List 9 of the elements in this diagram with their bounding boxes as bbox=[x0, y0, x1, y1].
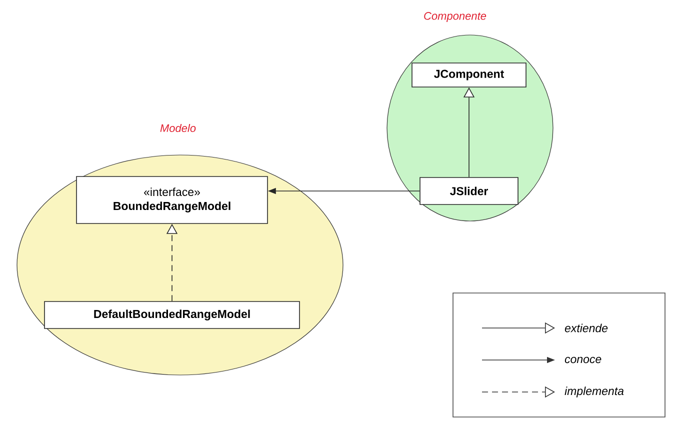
class-box: JComponent bbox=[412, 62, 526, 88]
legend-text: extiende bbox=[564, 324, 608, 332]
legend-text: conoce bbox=[564, 356, 602, 364]
class-box: «interface» BoundedRangeModel bbox=[76, 176, 268, 224]
group-heading: Componente bbox=[424, 12, 486, 22]
class-box: JSlider bbox=[420, 177, 518, 205]
group-heading: Modelo bbox=[160, 124, 196, 132]
class-box: DefaultBoundedRangeModel bbox=[44, 301, 300, 329]
legend-text: implementa bbox=[564, 386, 624, 398]
